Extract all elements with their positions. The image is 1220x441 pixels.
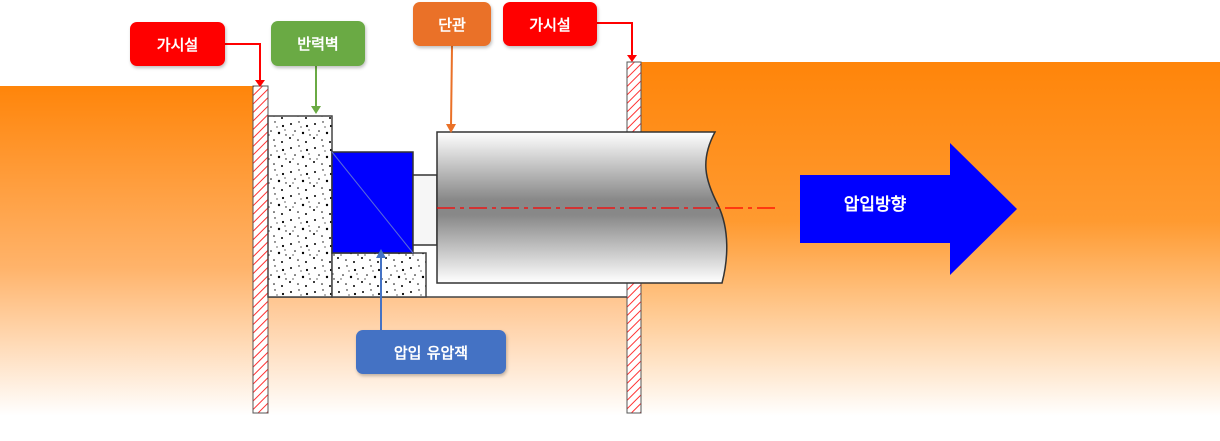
jack-base-block xyxy=(331,252,427,298)
label-hydraulic-jack: 압입 유압잭 xyxy=(356,330,506,374)
arrowhead-icon xyxy=(446,124,456,133)
arrowhead-icon xyxy=(376,249,386,258)
leader-right-wall xyxy=(597,22,633,56)
spacer-block xyxy=(412,174,438,246)
arrowhead-icon xyxy=(311,106,321,114)
label-temporary-structure-left: 가시설 xyxy=(130,22,225,66)
arrowhead-icon xyxy=(627,55,637,62)
leader-pipe xyxy=(450,45,453,127)
temporary-wall-left xyxy=(252,85,269,414)
leader-left-wall xyxy=(225,43,261,82)
arrowhead-icon xyxy=(255,80,265,87)
jacking-direction-label: 압입방향 xyxy=(843,195,907,215)
label-reaction-wall: 반력벽 xyxy=(271,21,365,66)
jack-diagonal xyxy=(331,151,414,254)
label-temporary-structure-right: 가시설 xyxy=(503,2,597,46)
reaction-wall xyxy=(267,115,333,298)
label-steel-pipe: 단관 xyxy=(413,2,491,46)
ground-left xyxy=(0,86,253,416)
jacking-direction-arrow xyxy=(800,143,1017,275)
